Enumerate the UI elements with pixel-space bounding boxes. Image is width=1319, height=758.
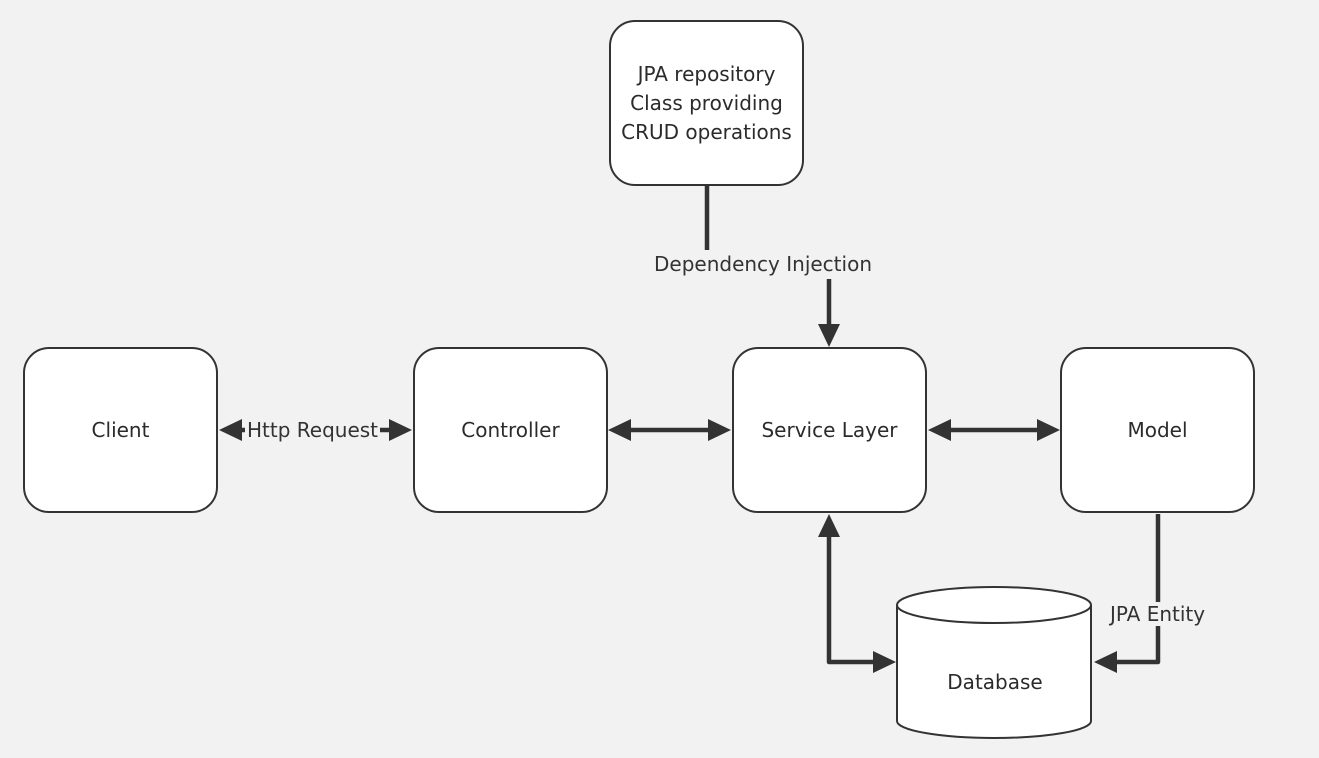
controller-node: Controller: [413, 347, 608, 513]
arrowhead-up: [818, 514, 840, 537]
service-layer-label: Service Layer: [761, 417, 898, 442]
arrowhead-right: [708, 419, 731, 441]
arrowhead-left: [928, 419, 951, 441]
jpa-entity-label: JPA Entity: [1108, 602, 1208, 626]
edge-service-database: [818, 514, 896, 673]
edge-model-database: [1094, 514, 1161, 673]
database-cylinder: [896, 586, 1092, 739]
edge-line: [826, 526, 884, 665]
client-node: Client: [23, 347, 218, 513]
arrowhead-left: [1094, 651, 1117, 673]
service-layer-node: Service Layer: [732, 347, 927, 513]
http-request-label: Http Request: [245, 418, 381, 442]
arrowhead-left: [219, 419, 242, 441]
jpa-repository-line-1: JPA repository: [637, 61, 776, 86]
database-label: Database: [947, 670, 1043, 694]
cylinder-top: [896, 586, 1092, 624]
arrowhead-down: [818, 324, 840, 347]
jpa-repository-line-3: CRUD operations: [621, 119, 792, 144]
edge-controller-service: [608, 419, 731, 441]
model-node: Model: [1060, 347, 1255, 513]
cylinder-body: [896, 605, 1092, 739]
client-label: Client: [91, 417, 150, 442]
edge-repository-service: [704, 185, 840, 347]
dependency-injection-label: Dependency Injection: [652, 252, 874, 276]
jpa-repository-text: JPA repository Class providing CRUD oper…: [621, 60, 792, 147]
arrowhead-right: [1037, 419, 1060, 441]
edge-line: [1106, 514, 1161, 665]
model-label: Model: [1127, 417, 1188, 442]
jpa-repository-node: JPA repository Class providing CRUD oper…: [609, 20, 804, 186]
arrowhead-right: [389, 419, 412, 441]
arrowhead-left: [608, 419, 631, 441]
edge-service-model: [928, 419, 1060, 441]
controller-label: Controller: [461, 417, 560, 442]
arrowhead-right: [873, 651, 896, 673]
jpa-repository-line-2: Class providing: [630, 90, 783, 115]
